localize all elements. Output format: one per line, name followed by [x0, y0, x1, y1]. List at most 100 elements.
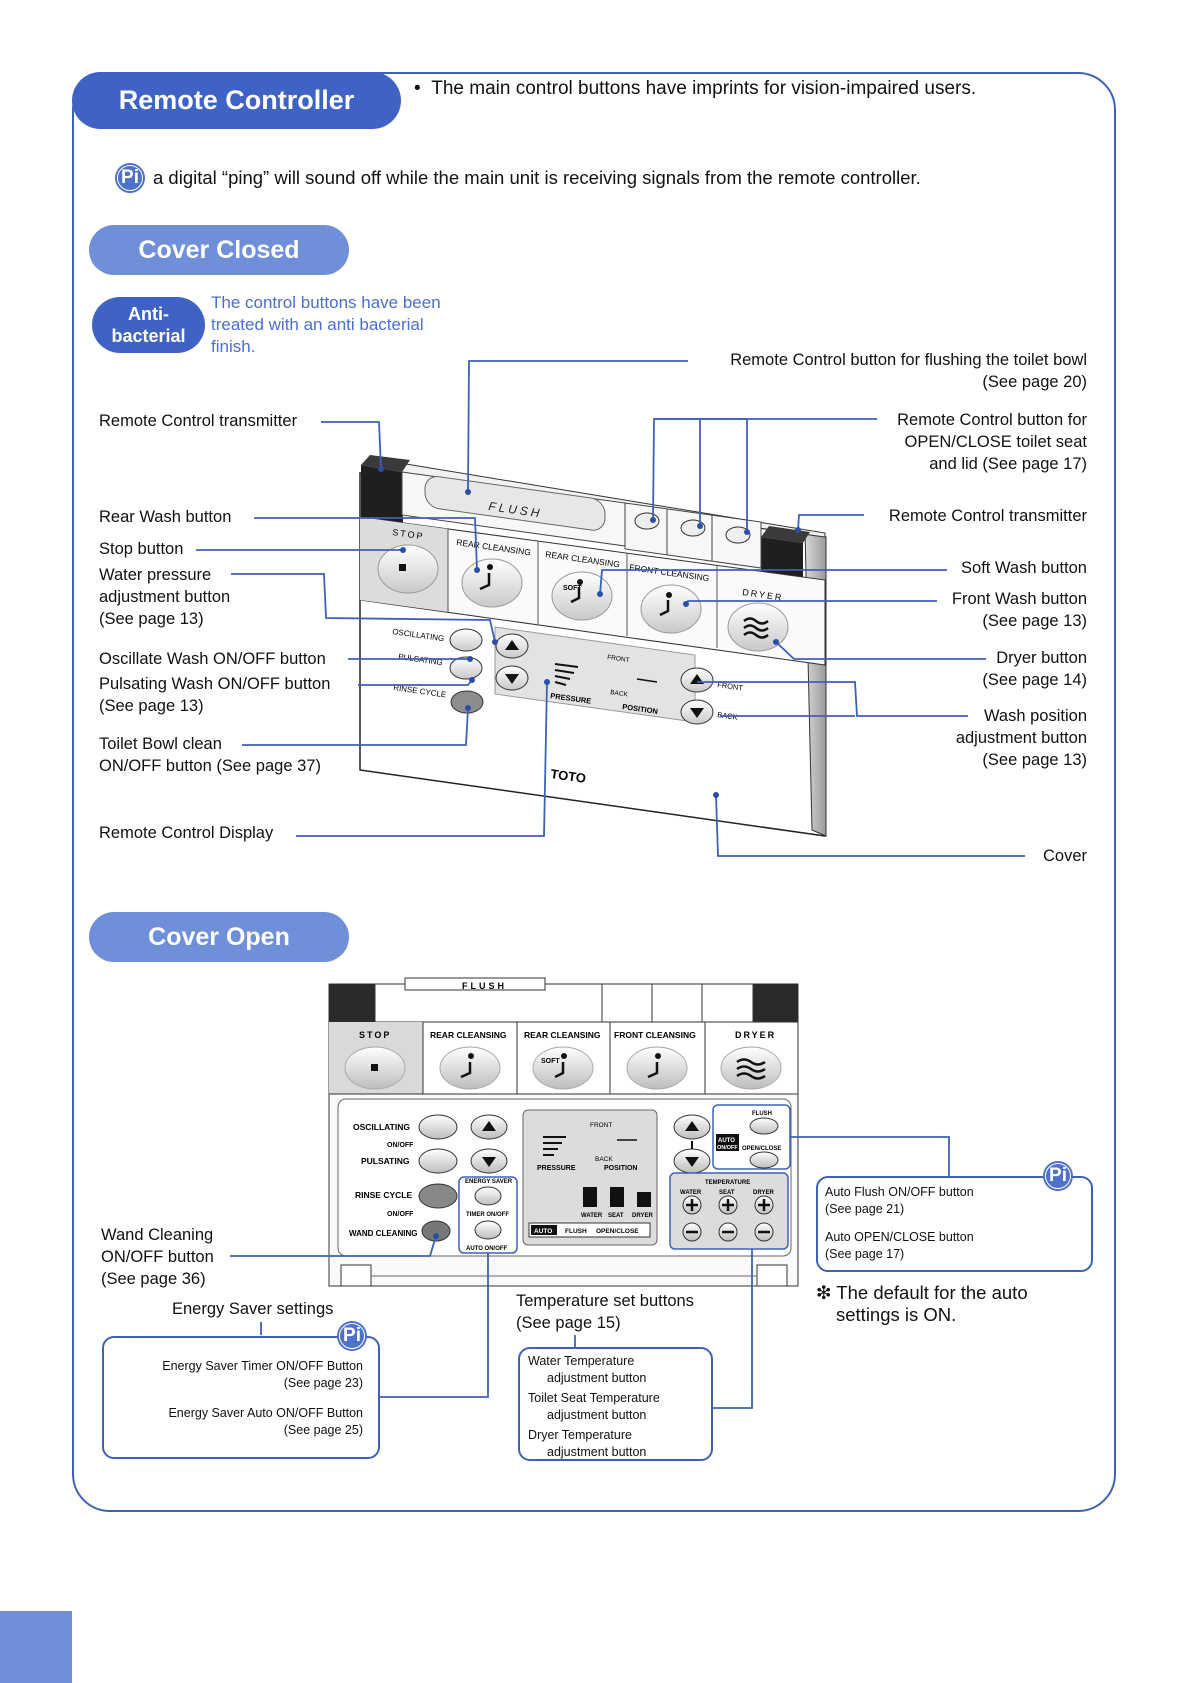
- svg-text:OPEN/CLOSE: OPEN/CLOSE: [596, 1228, 639, 1235]
- svg-text:STOP: STOP: [392, 527, 425, 541]
- energy-timer-button: [474, 1186, 502, 1206]
- pulsating-button-open: [418, 1148, 458, 1174]
- label-cover: Cover: [1042, 847, 1087, 865]
- svg-text:BACK: BACK: [610, 689, 629, 698]
- label-transmitter-right: Remote Control transmitter: [888, 507, 1087, 525]
- label-pulsating: Pulsating Wash ON/OFF button (See page 1…: [99, 675, 331, 715]
- pulsating-button: [449, 656, 483, 680]
- transmitter-right-open: [753, 984, 798, 1022]
- ping-text: a digital “ping” will sound off while th…: [153, 167, 921, 188]
- svg-text:ON/OFF: ON/OFF: [387, 1211, 414, 1218]
- rinse-cycle-button-open: [418, 1183, 458, 1209]
- pi-icon: Pi: [115, 163, 145, 193]
- svg-text:FRONT: FRONT: [717, 680, 744, 693]
- label-display: Remote Control Display: [99, 824, 274, 842]
- label-energy-saver-title: Energy Saver settings: [172, 1300, 334, 1318]
- svg-text:FRONT: FRONT: [590, 1122, 612, 1129]
- svg-text:RINSE CYCLE: RINSE CYCLE: [355, 1190, 412, 1200]
- svg-text:AUTO: AUTO: [534, 1228, 552, 1235]
- energy-auto-label: Energy Saver Auto ON/OFF Button (See pag…: [168, 1406, 363, 1437]
- svg-text:TIMER ON/OFF: TIMER ON/OFF: [466, 1212, 509, 1218]
- pi-icon: Pi: [1043, 1161, 1073, 1191]
- svg-text:STOP: STOP: [359, 1030, 391, 1040]
- svg-text:TOTO: TOTO: [550, 766, 587, 786]
- label-front-wash: Front Wash button (See page 13): [951, 590, 1087, 630]
- svg-text:WATER: WATER: [581, 1213, 603, 1219]
- transmitter-left: [361, 465, 403, 523]
- energy-saver-callout: Energy Saver Timer ON/OFF Button (See pa…: [102, 1336, 380, 1459]
- svg-text:FRONT CLEANSING: FRONT CLEANSING: [614, 1030, 696, 1040]
- temperature-callout: Water Temperature adjustment button Toil…: [518, 1347, 713, 1461]
- auto-callout: Auto Flush ON/OFF button (See page 21) A…: [816, 1176, 1093, 1272]
- svg-text:SEAT: SEAT: [719, 1190, 735, 1196]
- svg-text:TEMPERATURE: TEMPERATURE: [705, 1180, 750, 1186]
- content-frame: [72, 72, 1116, 1512]
- svg-text:POSITION: POSITION: [604, 1165, 637, 1172]
- antibacterial-text: The control buttons have been treated wi…: [211, 293, 441, 356]
- dryer-button: [727, 602, 789, 652]
- label-water-pressure: Water pressure adjustment button (See pa…: [99, 566, 231, 628]
- label-soft-wash: Soft Wash button: [961, 559, 1087, 577]
- oscillating-button-open: [418, 1114, 458, 1140]
- auto-open-close-label: Auto OPEN/CLOSE button (See page 17): [825, 1230, 974, 1261]
- label-transmitter-left: Remote Control transmitter: [99, 412, 298, 430]
- svg-text:AUTO: AUTO: [718, 1138, 735, 1144]
- wand-cleaning-button: [421, 1220, 451, 1242]
- auto-flush-label: Auto Flush ON/OFF button (See page 21): [825, 1185, 974, 1216]
- stop-button: [377, 544, 439, 594]
- auto-flush-button: [749, 1117, 779, 1135]
- label-open-close: Remote Control button for OPEN/CLOSE toi…: [897, 411, 1087, 473]
- svg-text:SOFT: SOFT: [563, 585, 582, 592]
- label-flush: Remote Control button for flushing the t…: [730, 351, 1087, 391]
- front-wash-button: [640, 584, 702, 634]
- svg-text:FLUSH: FLUSH: [752, 1111, 772, 1117]
- remote-open-panel: FLUSH STOP REAR CLEANSING REAR CLEANSING…: [230, 977, 950, 1409]
- label-wash-position: Wash position adjustment button (See pag…: [955, 707, 1087, 769]
- bullet-icon: •: [414, 78, 421, 99]
- svg-text:OSCILLATING: OSCILLATING: [353, 1122, 410, 1132]
- svg-text:REAR CLEANSING: REAR CLEANSING: [524, 1030, 601, 1040]
- remote-closed-illustration: FLUSH STOP REAR CLEANSING REAR CLEANSING…: [196, 360, 1025, 857]
- oscillating-button: [449, 628, 483, 652]
- svg-text:WATER: WATER: [680, 1190, 702, 1196]
- label-stop: Stop button: [99, 540, 184, 558]
- auto-open-close-button: [749, 1151, 779, 1169]
- svg-text:PULSATING: PULSATING: [361, 1156, 410, 1166]
- svg-text:SEAT: SEAT: [608, 1213, 624, 1219]
- svg-text:DRYER: DRYER: [632, 1213, 653, 1219]
- svg-text:AUTO ON/OFF: AUTO ON/OFF: [466, 1246, 508, 1252]
- svg-text:WAND CLEANING: WAND CLEANING: [349, 1229, 417, 1238]
- energy-timer-label: Energy Saver Timer ON/OFF Button (See pa…: [162, 1359, 363, 1390]
- svg-text:FRONT: FRONT: [607, 654, 630, 664]
- label-bowl-clean: Toilet Bowl clean ON/OFF button (See pag…: [99, 735, 321, 775]
- svg-text:FLUSH: FLUSH: [462, 981, 507, 991]
- svg-text:FLUSH: FLUSH: [565, 1228, 587, 1235]
- svg-text:SOFT: SOFT: [541, 1058, 560, 1065]
- transmitter-left-open: [329, 984, 375, 1022]
- svg-text:DRYER: DRYER: [735, 1030, 776, 1040]
- label-wand-cleaning: Wand Cleaning ON/OFF button (See page 36…: [101, 1226, 214, 1288]
- label-rear-wash: Rear Wash button: [99, 508, 232, 526]
- label-oscillate: Oscillate Wash ON/OFF button: [99, 650, 326, 668]
- svg-text:ENERGY SAVER: ENERGY SAVER: [465, 1179, 513, 1185]
- page-corner-tab: [0, 1611, 72, 1683]
- section-title-cover-open: Cover Open: [89, 912, 349, 962]
- label-temperature-title: Temperature set buttons (See page 15): [516, 1292, 694, 1332]
- section-title-remote-controller: Remote Controller: [72, 72, 401, 129]
- svg-text:DRYER: DRYER: [753, 1190, 774, 1196]
- svg-text:OPEN/CLOSE: OPEN/CLOSE: [742, 1146, 781, 1152]
- soft-wash-button: [551, 571, 613, 621]
- antibacterial-badge: Anti- bacterial: [92, 297, 205, 353]
- bullet-note: • The main control buttons have imprints…: [414, 78, 977, 99]
- svg-text:BACK: BACK: [595, 1156, 613, 1163]
- svg-text:ON/OFF: ON/OFF: [717, 1145, 738, 1151]
- section-title-cover-closed: Cover Closed: [89, 225, 349, 275]
- svg-text:REAR CLEANSING: REAR CLEANSING: [430, 1030, 507, 1040]
- label-dryer: Dryer button (See page 14): [982, 649, 1087, 689]
- default-note: ❇ The default for the auto settings is O…: [816, 1282, 1028, 1325]
- pi-icon: Pi: [337, 1321, 367, 1351]
- temperature-items: Water Temperature adjustment button Toil…: [528, 1354, 660, 1459]
- svg-text:PRESSURE: PRESSURE: [537, 1165, 576, 1172]
- energy-auto-button: [474, 1220, 502, 1240]
- svg-text:ON/OFF: ON/OFF: [387, 1142, 414, 1149]
